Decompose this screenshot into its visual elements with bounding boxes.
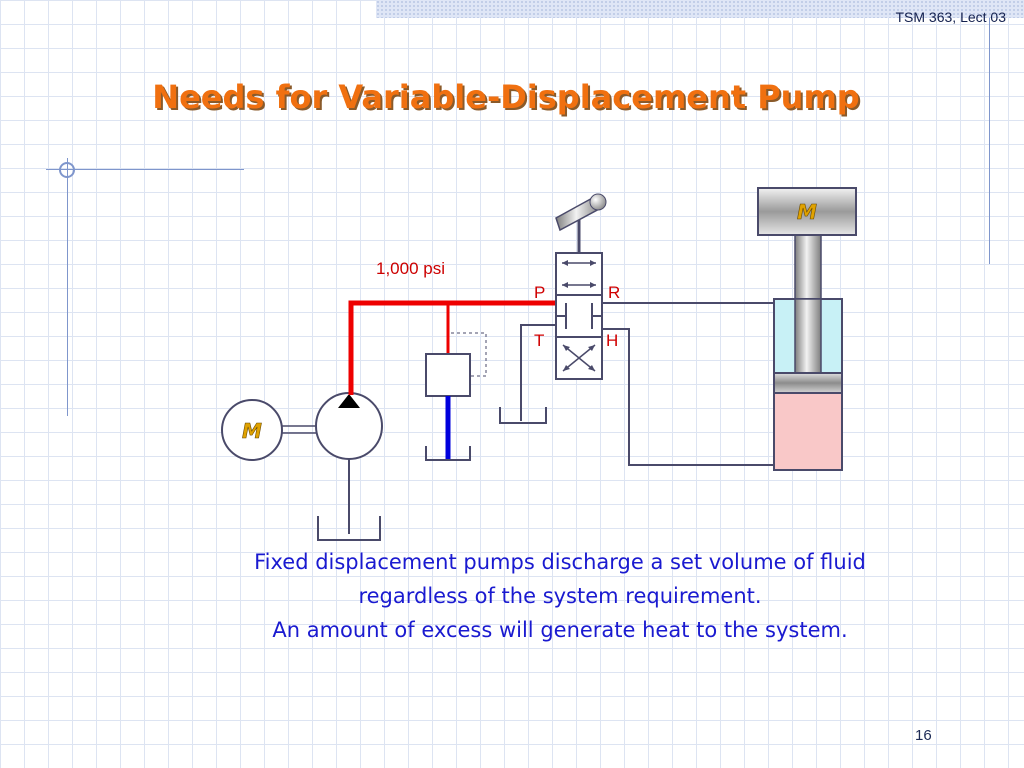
- decor-ring: [59, 162, 75, 178]
- course-label: TSM 363, Lect 03: [895, 9, 1006, 25]
- valve-top-envelope-arrows: [562, 260, 596, 288]
- valve-bottom-envelope-cross: [562, 344, 596, 372]
- valve-reservoir: [499, 407, 547, 424]
- port-label-r: R: [608, 283, 620, 302]
- load-mass: M: [757, 187, 857, 236]
- motor-circle: [221, 399, 283, 461]
- relief-pilot-line: [451, 332, 487, 377]
- header-band: [376, 0, 1024, 18]
- cap-side-work-line: [602, 328, 774, 466]
- port-label-p: P: [534, 283, 545, 302]
- valve-center-envelope-blocks: [556, 303, 602, 329]
- caption-line-1: Fixed displacement pumps discharge a set…: [254, 550, 866, 574]
- motor-shaft: [282, 425, 318, 434]
- hydraulic-cylinder: [773, 234, 843, 471]
- pump-reservoir: [317, 516, 381, 541]
- fixed-displacement-pump: [315, 392, 383, 460]
- valve-tank-line: [520, 324, 556, 421]
- page-number: 16: [915, 727, 932, 744]
- caption-line-2: regardless of the system requirement.: [358, 584, 762, 608]
- caption: Fixed displacement pumps discharge a set…: [160, 545, 960, 647]
- decor-line-right: [989, 18, 990, 264]
- load-mass-block: [757, 187, 857, 236]
- caption-line-3: An amount of excess will generate heat t…: [272, 618, 848, 642]
- decor-line-horizontal: [46, 169, 244, 170]
- relief-valve-body: [425, 353, 471, 397]
- relief-reservoir: [425, 446, 471, 461]
- decor-line-vertical: [67, 158, 68, 416]
- port-label-t: T: [534, 331, 544, 350]
- directional-control-valve: P R T H: [534, 193, 620, 380]
- motor-label: M: [242, 419, 262, 443]
- valve-lever-knob: [589, 193, 607, 211]
- cylinder-cap-chamber: [773, 392, 843, 471]
- relief-valve: [425, 332, 487, 461]
- pressure-label: 1,000 psi: [376, 259, 445, 278]
- slide-title: Needs for Variable-Displacement Pump: [152, 78, 860, 116]
- drive-motor: M: [221, 399, 283, 461]
- pump-arrow-icon: [338, 394, 360, 408]
- port-label-h: H: [606, 331, 618, 350]
- load-mass-label: M: [797, 200, 817, 224]
- cylinder-piston: [773, 372, 843, 394]
- cylinder-rod-through: [794, 298, 822, 374]
- pressure-line: [348, 300, 556, 395]
